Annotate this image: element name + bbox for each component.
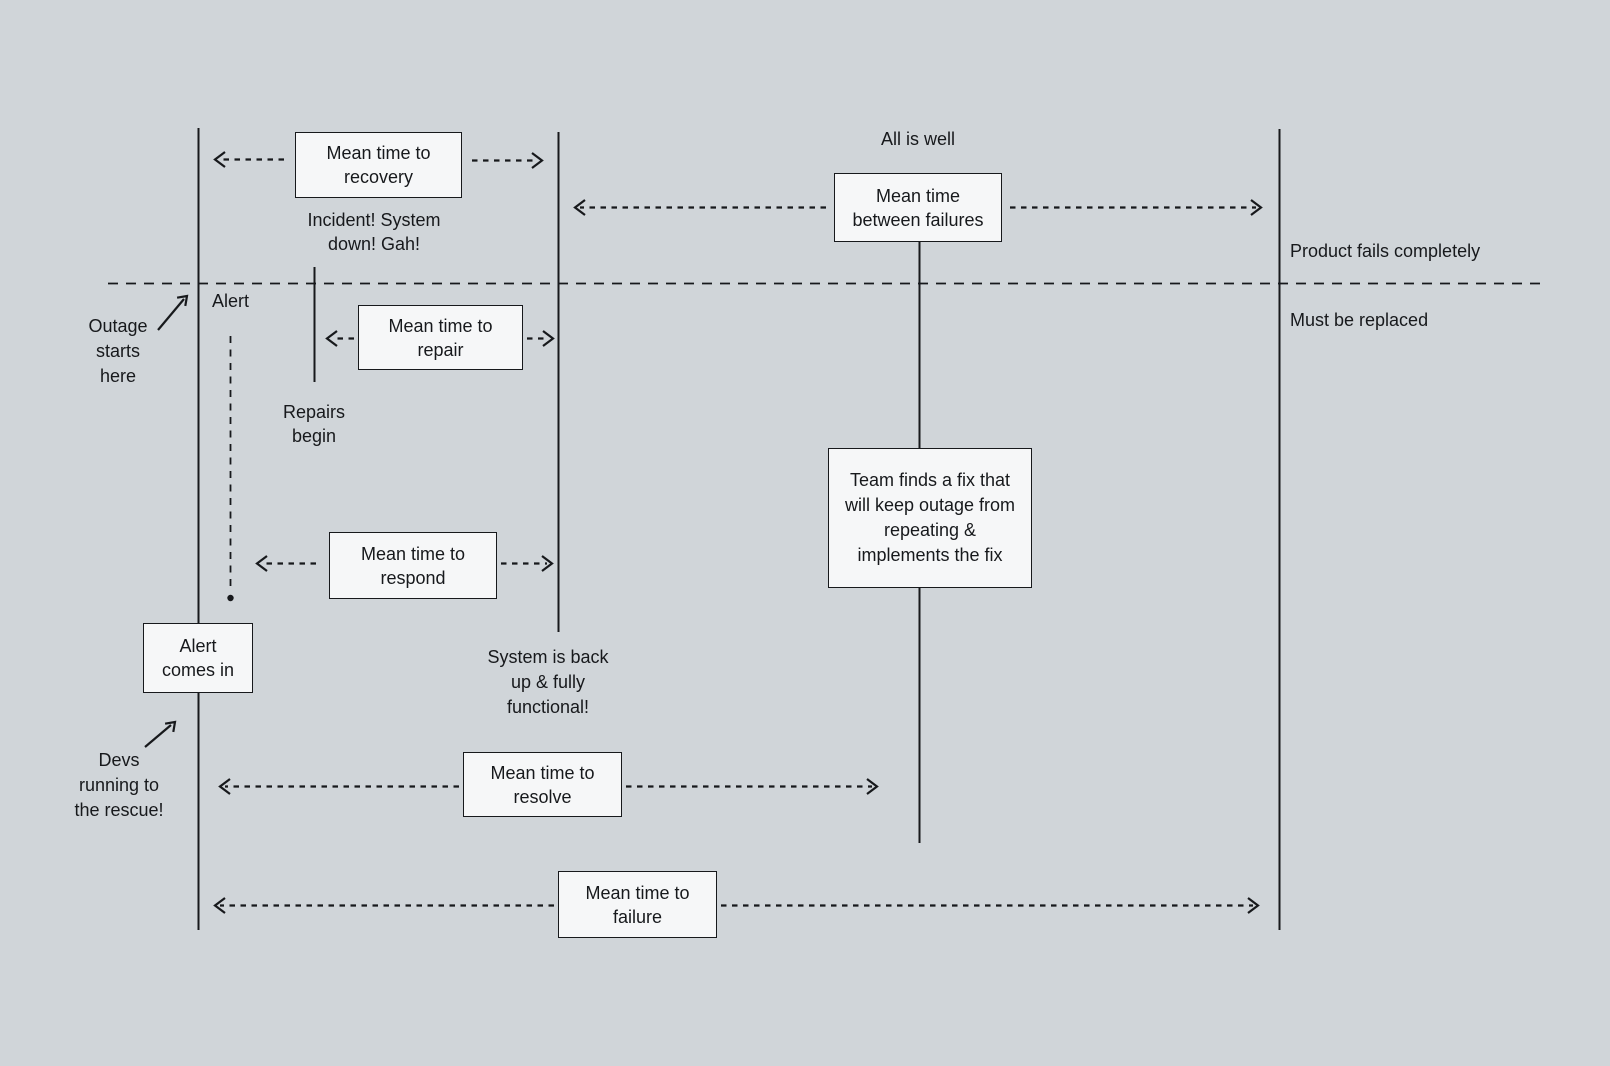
box-label-line: comes in [161, 660, 235, 680]
box-label-line: Mean time to [388, 315, 493, 336]
mtbf-left-arrow [573, 199, 826, 216]
product-fails-label: Product fails completely [1290, 241, 1481, 261]
box-label-line: recovery [343, 167, 414, 187]
devs-label-line: the rescue! [74, 800, 164, 820]
box-label-line: Mean time to [326, 143, 431, 163]
outage-starts-here-label: Outage starts here [88, 314, 147, 389]
must-be-replaced-label: Must be replaced [1290, 310, 1429, 330]
box-label-line: Mean time to [490, 762, 595, 783]
box-label-line: repair [417, 339, 464, 360]
box-label-line: Mean time to [360, 543, 466, 564]
system-back-up-label: System is back up & fully functional! [487, 645, 608, 720]
box-mean-time-to-repair: Mean time to repair [358, 305, 523, 370]
box-label-line: will keep outage from [844, 495, 1016, 515]
devs-pointer-arrow [144, 720, 177, 748]
box-team-finds-fix: Team finds a fix that will keep outage f… [828, 448, 1032, 588]
incident-label-line: Incident! System [307, 210, 441, 230]
box-mean-time-to-respond: Mean time to respond [329, 532, 497, 599]
box-label-line: respond [380, 567, 446, 588]
repair-left-arrow [325, 330, 354, 347]
resolve-right-arrow [626, 778, 879, 795]
outage-label-line: Outage [88, 316, 148, 336]
recovery-right-arrow [472, 152, 544, 169]
alert-label: Alert [212, 291, 250, 311]
box-mean-time-to-recovery: Mean time to recovery [295, 132, 462, 198]
repairs-begin-label-line: Repairs [282, 402, 346, 422]
outage-pointer-arrow [157, 294, 189, 331]
repairs-begin-label-line: begin [291, 426, 337, 446]
incident-label-line: down! Gah! [327, 234, 421, 254]
devs-rescue-label: Devs running to the rescue! [74, 748, 163, 823]
recovery-left-arrow [213, 151, 284, 168]
alert-dashed-line [227, 336, 234, 602]
box-label-line: Mean time to [585, 882, 690, 903]
repair-right-arrow [527, 330, 555, 347]
respond-left-arrow [255, 555, 316, 572]
box-label-line: resolve [513, 786, 572, 807]
incident-label: Incident! System down! Gah! [307, 208, 440, 256]
system-back-label-line: System is back [487, 647, 609, 667]
box-label-line: implements the fix [857, 545, 1003, 565]
system-back-label-line: up & fully [510, 672, 586, 692]
repairs-begin-label: Repairs begin [283, 400, 345, 448]
resolve-left-arrow [218, 778, 459, 795]
box-label-line: Team finds a fix that [849, 470, 1011, 490]
devs-label-line: running to [78, 775, 160, 795]
respond-right-arrow [501, 555, 554, 572]
box-alert-comes-in: Alert comes in [143, 623, 253, 693]
outage-label-line: here [99, 366, 137, 386]
mtbf-right-arrow [1010, 199, 1263, 216]
box-label-line: between failures [852, 209, 984, 230]
outage-label-line: starts [95, 341, 141, 361]
box-label-line: repeating & [883, 520, 977, 540]
box-mean-time-between-failures: Mean time between failures [834, 173, 1002, 242]
box-label-line: Mean time [875, 185, 961, 206]
box-label-line: Alert [179, 636, 217, 656]
system-back-label-line: functional! [506, 697, 590, 717]
all-is-well-label: All is well [880, 129, 956, 149]
failure-right-arrow [721, 897, 1260, 914]
failure-left-arrow [213, 897, 554, 914]
devs-label-line: Devs [98, 750, 140, 770]
alert-line-dot [227, 594, 234, 602]
box-mean-time-to-failure: Mean time to failure [558, 871, 717, 938]
box-mean-time-to-resolve: Mean time to resolve [463, 752, 622, 817]
box-label-line: failure [612, 906, 663, 927]
